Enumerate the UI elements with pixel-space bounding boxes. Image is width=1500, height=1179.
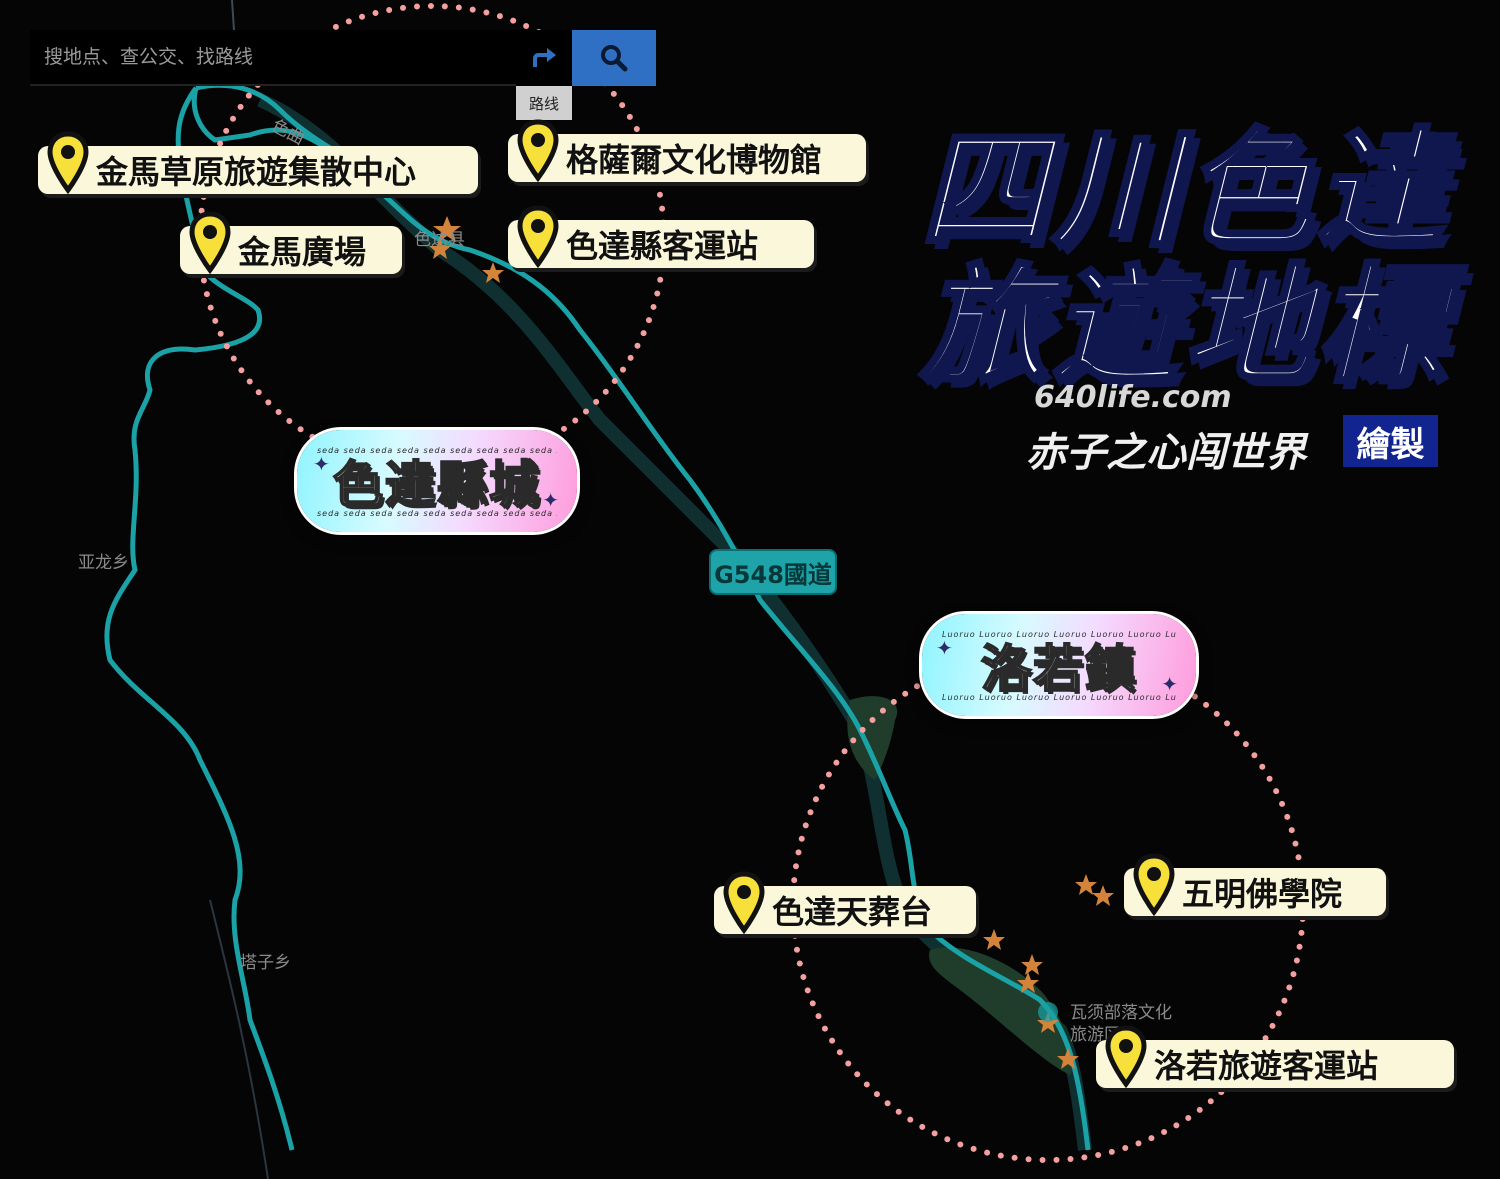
map-label-tazi: 塔子乡 bbox=[240, 953, 291, 973]
page-title-line1: 四川色達 bbox=[918, 114, 1448, 267]
boundary-line bbox=[209, 899, 269, 1179]
poi-jinma-grassland-center[interactable]: 金馬草原旅遊集散中心 bbox=[38, 131, 478, 194]
map-pin-icon bbox=[1105, 1025, 1147, 1088]
area-pattern-text: seda seda seda seda seda seda seda seda … bbox=[317, 509, 557, 518]
map-pin-icon bbox=[47, 131, 89, 194]
sparkle-icon: ✦ bbox=[542, 488, 559, 512]
sparkle-icon: ✦ bbox=[1161, 672, 1178, 696]
author-badge: 繪製 bbox=[1343, 415, 1438, 467]
poi-name: 金馬草原旅遊集散中心 bbox=[96, 153, 417, 191]
poi-luoruo-bus-station[interactable]: 洛若旅遊客運站 bbox=[1096, 1025, 1454, 1088]
page-title-line2: 旅遊地標 bbox=[918, 250, 1448, 403]
map-pin-icon bbox=[517, 119, 559, 182]
map-pin-icon bbox=[723, 871, 765, 934]
poi-larung-gar[interactable]: 五明佛學院 bbox=[1124, 853, 1386, 916]
map-label-yalong: 亚龙乡 bbox=[78, 553, 129, 573]
poi-seda-bus-station[interactable]: 色達縣客運站 bbox=[508, 205, 814, 268]
poi-gesar-museum[interactable]: 格薩爾文化博物館 bbox=[508, 119, 866, 182]
forest-patch bbox=[847, 696, 898, 780]
poi-name: 格薩爾文化博物館 bbox=[566, 141, 823, 179]
map-pin-icon bbox=[189, 211, 231, 274]
area-name-luoruo: 洛若鎮 bbox=[980, 639, 1137, 699]
poi-name: 色達天葬台 bbox=[772, 893, 933, 931]
map-label-wasu: 瓦须部落文化 bbox=[1070, 1003, 1172, 1023]
route-tooltip: 路线 bbox=[516, 86, 572, 120]
poi-jinma-square[interactable]: 金馬廣場 bbox=[180, 211, 402, 274]
map-pin-icon bbox=[1133, 853, 1175, 916]
map-label-seda-county: 色达县 bbox=[414, 230, 465, 250]
search-input[interactable] bbox=[30, 30, 516, 84]
search-bar bbox=[30, 30, 516, 86]
poi-name: 五明佛學院 bbox=[1182, 875, 1343, 913]
area-pattern-text: Luoruo Luoruo Luoruo Luoruo Luoruo Luoru… bbox=[942, 693, 1176, 702]
area-badge-luoruo[interactable]: Luoruo Luoruo Luoruo Luoruo Luoruo Luoru… bbox=[922, 614, 1196, 716]
poi-name: 洛若旅遊客運站 bbox=[1154, 1047, 1379, 1085]
poi-name: 金馬廣場 bbox=[238, 233, 367, 271]
site-credit: 640life.com bbox=[1034, 380, 1232, 415]
star-markers bbox=[429, 216, 1114, 1069]
search-button[interactable] bbox=[572, 30, 656, 86]
area-pattern-text: Luoruo Luoruo Luoruo Luoruo Luoruo Luoru… bbox=[942, 630, 1176, 639]
area-pattern-text: seda seda seda seda seda seda seda seda … bbox=[317, 446, 557, 455]
area-name-seda: 色達縣城 bbox=[332, 455, 541, 515]
poi-sky-burial[interactable]: 色達天葬台 bbox=[714, 871, 976, 934]
author-credit: 赤子之心闯世界 bbox=[1026, 430, 1306, 476]
search-icon bbox=[601, 45, 628, 72]
area-badge-seda[interactable]: seda seda seda seda seda seda seda seda … bbox=[297, 430, 577, 532]
route-button[interactable] bbox=[516, 30, 572, 86]
road-label-g548: G548國道 bbox=[709, 549, 837, 595]
map-pin-icon bbox=[517, 205, 559, 268]
sparkle-icon: ✦ bbox=[936, 636, 953, 660]
wasu-marker bbox=[1038, 1002, 1058, 1022]
forest-patch bbox=[929, 947, 1073, 1075]
route-arrow-icon bbox=[533, 48, 556, 67]
poi-name: 色達縣客運站 bbox=[566, 227, 759, 265]
sparkle-icon: ✦ bbox=[313, 452, 330, 476]
